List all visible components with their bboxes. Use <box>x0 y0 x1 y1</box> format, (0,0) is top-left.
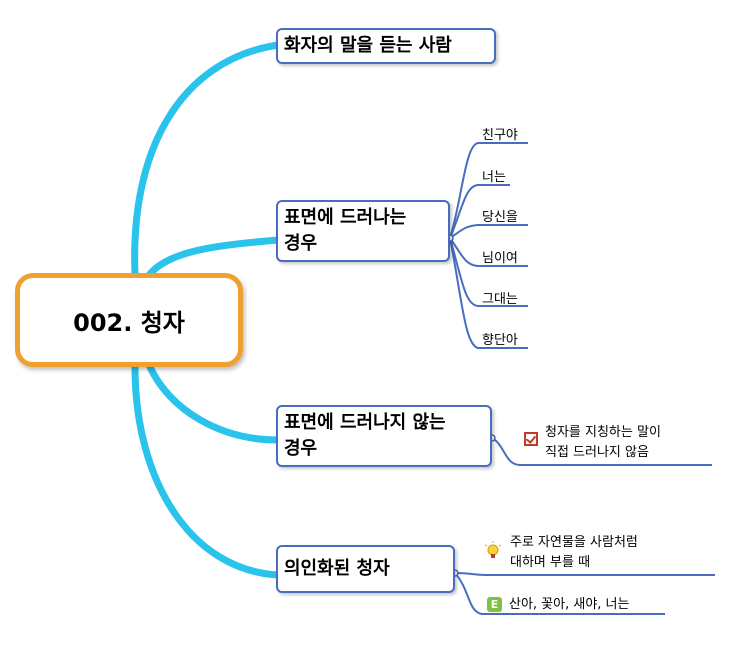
branch-label-line1: 표면에 드러나지 않는 <box>284 412 446 433</box>
branch-label: 화자의 말을 듣는 사람 <box>284 35 452 56</box>
connector-root-b2 <box>146 236 282 278</box>
leaf-item: 향단아 <box>482 333 518 348</box>
leaf-item: 님이여 <box>482 251 518 266</box>
branch-label: 의인화된 청자 <box>284 558 390 579</box>
b4-note1-line <box>454 572 715 576</box>
connector-root-b4 <box>131 363 282 579</box>
b2-leaf-lines <box>449 142 528 349</box>
lightbulb-icon <box>484 541 502 558</box>
e-badge-icon: E <box>487 597 502 612</box>
note-implicit: 청자를 지칭하는 말이 직접 드러나지 않음 <box>545 423 661 463</box>
leaf-item: 너는 <box>482 170 506 185</box>
root-node[interactable]: 002. 청자 <box>15 273 243 367</box>
branch-label-line2: 경우 <box>284 233 318 254</box>
leaf-item: 당신을 <box>482 210 518 225</box>
leaf-item: 그대는 <box>482 292 518 307</box>
branch-personified-listener[interactable]: 의인화된 청자 <box>276 545 455 593</box>
note-line2: 대하며 부를 때 <box>510 555 591 570</box>
b4-note2-line <box>454 572 665 615</box>
connector-root-b3 <box>146 363 282 444</box>
note-line1: 청자를 지칭하는 말이 <box>545 425 661 440</box>
branch-listener-definition[interactable]: 화자의 말을 듣는 사람 <box>276 28 496 64</box>
connector-root-b1 <box>131 41 282 278</box>
branch-implicit-listener[interactable]: 표면에 드러나지 않는 경우 <box>276 405 492 467</box>
note-line1: 주로 자연물을 사람처럼 <box>510 535 638 550</box>
b3-note-line <box>491 437 712 466</box>
note-line2: 직접 드러나지 않음 <box>545 445 649 460</box>
branch-label-line1: 표면에 드러나는 <box>284 207 407 228</box>
branch-explicit-listener[interactable]: 표면에 드러나는 경우 <box>276 200 450 262</box>
branch-label-line2: 경우 <box>284 438 318 459</box>
note-example: 산아, 꽃아, 새야, 너는 <box>509 597 630 612</box>
checkbox-icon <box>524 432 538 446</box>
leaf-item: 친구야 <box>482 128 518 143</box>
note-personified: 주로 자연물을 사람처럼 대하며 부를 때 <box>510 533 638 573</box>
root-label: 002. 청자 <box>73 308 185 337</box>
